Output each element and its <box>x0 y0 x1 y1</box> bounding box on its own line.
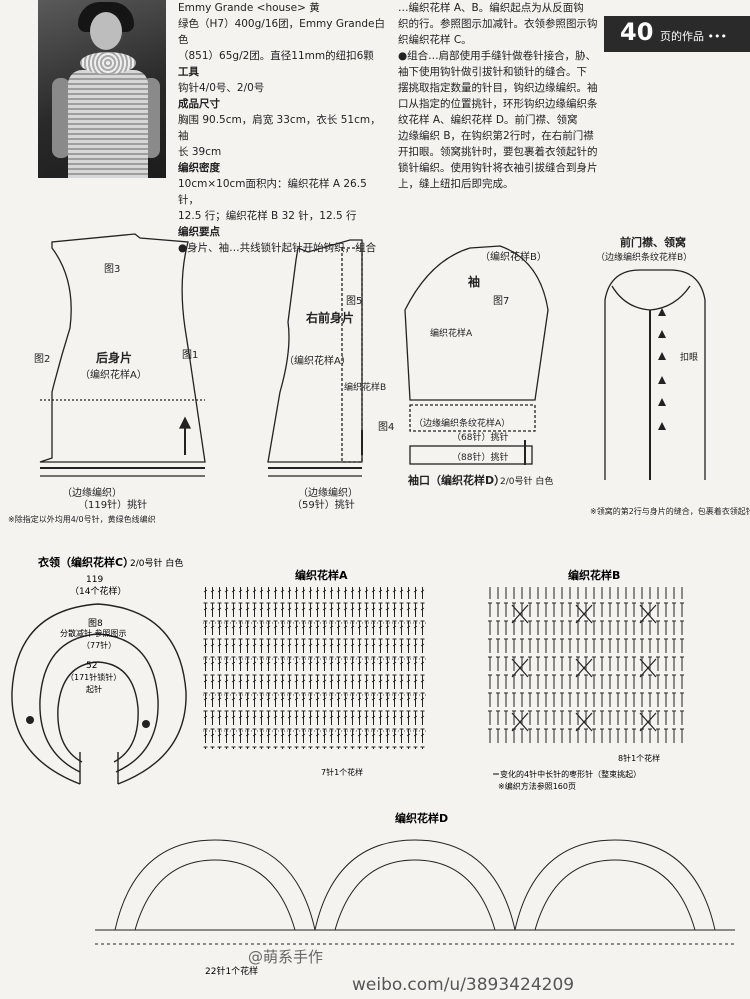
pattern-d-title: 编织花样D <box>395 811 448 825</box>
note-line: 袖下使用钩针做引拔针和锁针的缝合。下 <box>398 66 587 78</box>
note-line: 纹花样 A、编织花样 D。前门襟、领窝 <box>398 114 578 126</box>
note-line: 口从指定的位置挑针，环形钩织边缘编织条 <box>398 98 598 110</box>
back-piece-title: 后身片 <box>96 350 132 365</box>
watermark-url: weibo.com/u/3893424209 <box>352 975 575 995</box>
fig1-label: 图1 <box>182 349 198 361</box>
sleeve-title: 袖 <box>468 274 480 289</box>
sleeve-pick: （68针）挑针 <box>452 431 508 443</box>
collar-fig8: 图8 <box>88 618 103 629</box>
buttonhole-label: 扣眼 <box>680 351 698 363</box>
hook-note: ※除指定以外均用4/0号针，黄绿色线编织 <box>8 514 156 524</box>
note-line: 织的行。参照图示加减针。衣领参照图示钩 <box>398 18 598 30</box>
size-heading: 成品尺寸 <box>178 98 220 110</box>
collar-stitches: （77针） <box>82 640 116 650</box>
gauge-line1: 10cm×10cm面积内：编织花样 A 26.5 针， <box>178 178 367 206</box>
sleeve-stripe: （边缘编织条纹花样A） <box>414 417 510 429</box>
model-photo <box>38 0 166 178</box>
cuff-title: 袖口（编织花样D） <box>408 473 505 487</box>
sleeve-pattern: （编织花样B） <box>480 250 547 263</box>
fig3-label: 图3 <box>104 263 120 275</box>
cuff-hook: 2/0号针 白色 <box>500 475 553 487</box>
pattern-b-chart: 编织花样B 8针1个花样 ＝变化的4针中长针的枣形针（整束挑起） ※编织方法参照… <box>488 568 688 791</box>
pattern-b-legend: ＝变化的4针中长针的枣形针（整束挑起） <box>492 769 641 779</box>
watermark-handle: @萌系手作 <box>248 948 324 966</box>
note-line: 摆挑取指定数量的针目，钩织边缘编织。袖 <box>398 82 598 94</box>
points-line1: ●身片、袖…共线锁针起针开始钩织，组合 <box>178 242 377 254</box>
yarn-line1: Emmy Grande <house> 黄 <box>178 2 320 14</box>
collar-diagram: 衣领（编织花样C） 2/0号针 白色 119 （14个花样） 图8 分散减针 参… <box>11 555 187 785</box>
fig2-label: 图2 <box>34 353 50 365</box>
front-piece-sub: （编织花样A） <box>284 354 351 367</box>
note-line: 锁针编织。使用钩针将衣袖引拔缝合到身片 <box>398 162 598 174</box>
collar-width: 119 <box>86 575 103 585</box>
fig4-label: 图4 <box>378 421 394 433</box>
pattern-b-label: 编织花样B <box>344 381 386 393</box>
cuff-pick: （88针）挑针 <box>452 451 508 463</box>
page-number: 40 <box>620 18 654 46</box>
front-piece-title: 右前身片 <box>305 310 354 325</box>
fig7-label: 图7 <box>493 295 509 307</box>
page-label: 页的作品 ••• <box>660 30 727 43</box>
fig5-label: 图5 <box>346 295 362 307</box>
tools-heading: 工具 <box>178 66 199 78</box>
yarn-line3: （851）65g/2团。直径11mm的纽扣6颗 <box>178 50 374 62</box>
gauge-heading: 编织密度 <box>178 162 220 174</box>
front-band-title: 前门襟、领窝 <box>620 235 686 249</box>
front-hem-band: （边缘编织） <box>298 486 358 499</box>
gauge-line2: 12.5 行；编织花样 B 32 针，12.5 行 <box>178 210 357 222</box>
note-line: 织编织花样 C。 <box>398 34 472 46</box>
back-hem-pick: （119针）挑针 <box>78 498 147 511</box>
collar-note: 分散减针 参照图示 <box>60 628 127 638</box>
pattern-b-title: 编织花样B <box>568 568 620 582</box>
back-piece-sub: （编织花样A） <box>80 368 147 381</box>
specs-section: Emmy Grande <house> 黄 绿色（H7）400g/16团，Emm… <box>178 0 390 256</box>
yarn-line2: 绿色（H7）400g/16团，Emmy Grande白色 <box>178 18 385 46</box>
tools-text: 钩针4/0号、2/0号 <box>178 82 265 94</box>
page-badge: 40 页的作品 ••• <box>604 16 750 52</box>
collar-hook: 2/0号针 白色 <box>130 557 183 569</box>
note-line: ●组合…肩部使用手缝针做卷针接合，胁、 <box>398 50 597 62</box>
note-line: …编织花样 A、B。编织起点为从反面钩 <box>398 2 584 14</box>
size-line1: 胸围 90.5cm，肩宽 33cm，衣长 51cm，袖 <box>178 114 381 142</box>
sleeve-pattern-a: 编织花样A <box>430 327 473 339</box>
note-line: 边缘编织 B，在钩织第2行时，在右前门襟 <box>398 130 594 142</box>
collar-title: 衣领（编织花样C） <box>38 555 134 569</box>
size-line2: 长 39cm <box>178 146 222 158</box>
pattern-a-repeat: 7针1个花样 <box>321 767 363 777</box>
back-hem-band: （边缘编织） <box>62 486 122 499</box>
note-line: 开扣眼。领窝挑针时，要包裹着衣领起针的 <box>398 146 598 158</box>
collar-chain: （171针锁针） <box>66 672 121 682</box>
front-hem-pick: （59针）挑针 <box>292 498 355 511</box>
note-line: 上，缝上纽扣后即完成。 <box>398 178 514 190</box>
pattern-b-repeat: 8针1个花样 <box>618 753 660 763</box>
pattern-a-title: 编织花样A <box>295 568 348 582</box>
pattern-b-legend-note: ※编织方法参照160页 <box>498 781 576 791</box>
front-band-sub: （边缘编织条纹花样B） <box>596 251 692 263</box>
points-heading: 编织要点 <box>178 226 220 238</box>
instructions-section: …编织花样 A、B。编织起点为从反面钩 织的行。参照图示加减针。衣领参照图示钩 … <box>398 0 598 192</box>
front-band-note: ※领窝的第2行与身片的缝合，包裹着衣领起针的锁针一起钩织 <box>590 506 750 516</box>
pattern-a-chart: 编织花样A 7针1个花样 <box>203 568 427 777</box>
collar-start: 起针 <box>86 684 102 694</box>
collar-inner: 52 <box>86 661 97 671</box>
schematic-diagrams: 图3 图2 图1 后身片 （编织花样A） （边缘编织） （119针）挑针 右前身… <box>8 233 750 524</box>
collar-repeats: （14个花样） <box>70 585 126 597</box>
pattern-d-repeat: 22针1个花样 <box>205 965 258 977</box>
pattern-d-chart: 编织花样D 22针1个花样 <box>95 811 735 977</box>
